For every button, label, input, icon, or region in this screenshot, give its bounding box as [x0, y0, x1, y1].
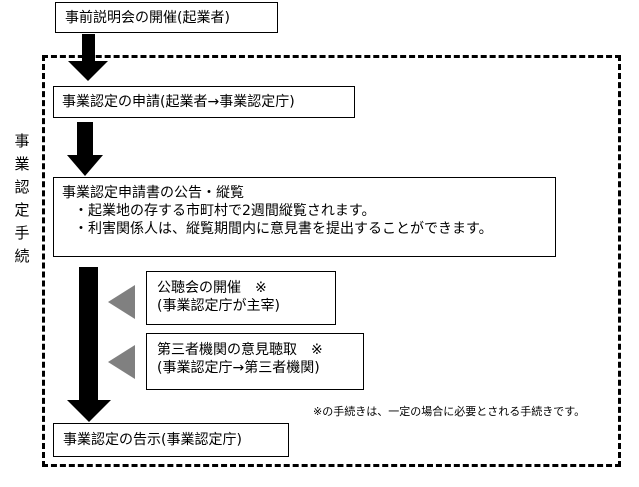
step-public-hearing-subtitle: (事業認定庁が主宰) [157, 298, 280, 314]
step-application-label: 事業認定の申請(起業者→事業認定庁) [62, 94, 295, 110]
step-third-party: 第三者機関の意見聴取 ※ (事業認定庁→第三者機関) [146, 333, 364, 390]
left-triangle-icon [108, 285, 135, 319]
step-pre-meeting: 事前説明会の開催(起業者) [55, 2, 278, 33]
footnote: ※の手続きは、一定の場合に必要とされる手続きです。 [313, 405, 586, 418]
side-label-char: 続 [14, 247, 30, 265]
step-public-notice-title: 事業認定申請書の公告・縦覧 [62, 185, 244, 201]
step-public-hearing-title: 公聴会の開催 ※ [157, 280, 267, 296]
step-public-hearing: 公聴会の開催 ※ (事業認定庁が主宰) [146, 271, 336, 325]
side-label-char: 業 [14, 155, 30, 173]
side-label-char: 手 [14, 224, 30, 242]
step-announcement: 事業認定の告示(事業認定庁) [53, 423, 289, 457]
step-public-notice-bullet: ・利害関係人は、縦覧期間内に意見書を提出することができます。 [74, 221, 493, 237]
side-label-char: 事 [14, 132, 30, 150]
step-public-notice: 事業認定申請書の公告・縦覧 ・起業地の存する市町村で2週間縦覧されます。 ・利害… [53, 177, 556, 257]
step-application: 事業認定の申請(起業者→事業認定庁) [53, 86, 355, 118]
procedure-frame [42, 55, 621, 467]
side-label-char: 定 [14, 201, 30, 219]
step-third-party-title: 第三者機関の意見聴取 ※ [157, 342, 323, 358]
side-label-procedure: 事 業 認 定 手 続 [12, 130, 32, 268]
side-label-char: 認 [14, 178, 30, 196]
left-triangle-icon [108, 345, 135, 379]
step-announcement-label: 事業認定の告示(事業認定庁) [63, 432, 242, 448]
step-third-party-subtitle: (事業認定庁→第三者機関) [157, 360, 320, 376]
step-public-notice-bullet: ・起業地の存する市町村で2週間縦覧されます。 [74, 203, 376, 219]
step-pre-meeting-label: 事前説明会の開催(起業者) [65, 10, 230, 26]
